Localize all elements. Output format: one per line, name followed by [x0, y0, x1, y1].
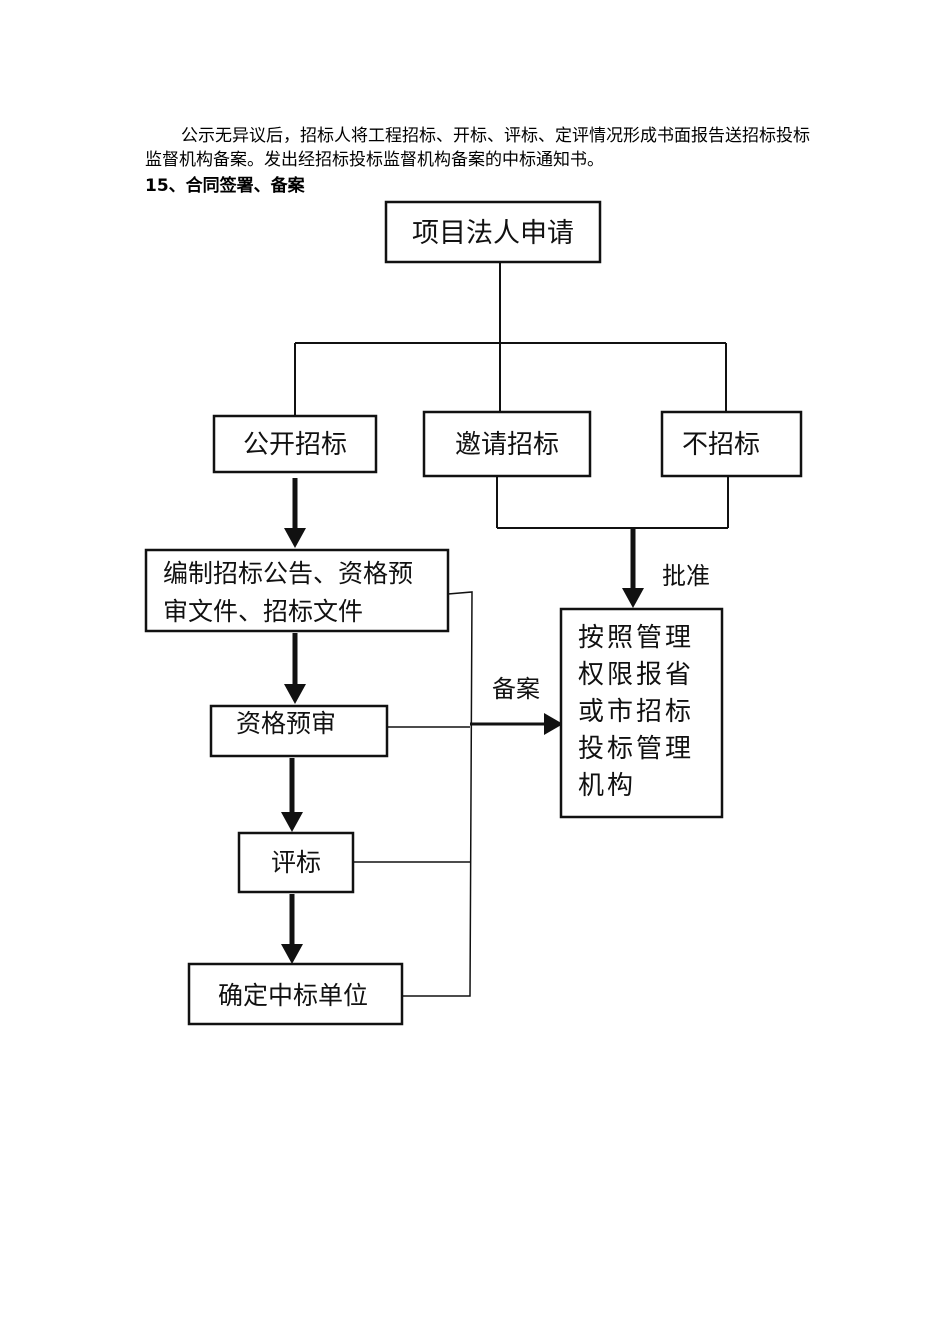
connector-lines: [294, 262, 729, 997]
label-authority-line4: 投标管理: [578, 734, 694, 764]
label-invite-bid: 邀请招标: [455, 430, 559, 460]
box-no-bid: [660, 410, 803, 478]
flow-arrows: [281, 478, 644, 964]
box-prepare-docs: [144, 548, 450, 633]
box-winner: [187, 962, 404, 1026]
label-prepare-docs-line1: 编制招标公告、资格预: [163, 559, 413, 588]
label-authority-line1: 按照管理: [578, 623, 694, 653]
connector-record-collector: [402, 591, 473, 997]
label-project-apply: 项目法人申请: [412, 218, 574, 249]
box-authority: [559, 607, 724, 819]
label-open-bid: 公开招标: [243, 430, 347, 460]
arrow-head: [622, 588, 644, 608]
arrow-head: [284, 684, 306, 704]
arrow-head: [281, 812, 303, 832]
box-open-bid: [212, 414, 378, 474]
label-approve: 批准: [662, 562, 710, 590]
label-prequal: 资格预审: [236, 709, 336, 738]
label-authority-line5: 机构: [578, 771, 636, 801]
label-winner: 确定中标单位: [218, 981, 368, 1010]
arrow-head: [281, 944, 303, 964]
label-prepare-docs-line2: 审文件、招标文件: [163, 597, 363, 626]
box-project-apply: [384, 200, 602, 264]
body-paragraph: 公示无异议后，招标人将工程招标、开标、评标、定评情况形成书面报告送招标投标监督机…: [145, 126, 810, 170]
arrow-head: [284, 528, 306, 548]
label-authority-line2: 权限报省: [578, 660, 694, 690]
label-no-bid: 不招标: [682, 430, 760, 460]
section-heading: 15、合同签署、备案: [145, 176, 305, 196]
label-record: 备案: [492, 675, 540, 703]
label-evaluate: 评标: [271, 848, 321, 877]
box-prequal: [209, 704, 389, 758]
box-invite-bid: [422, 410, 592, 478]
label-authority-line3: 或市招标: [578, 697, 694, 727]
arrow-head: [544, 713, 563, 735]
box-evaluate: [237, 831, 355, 894]
